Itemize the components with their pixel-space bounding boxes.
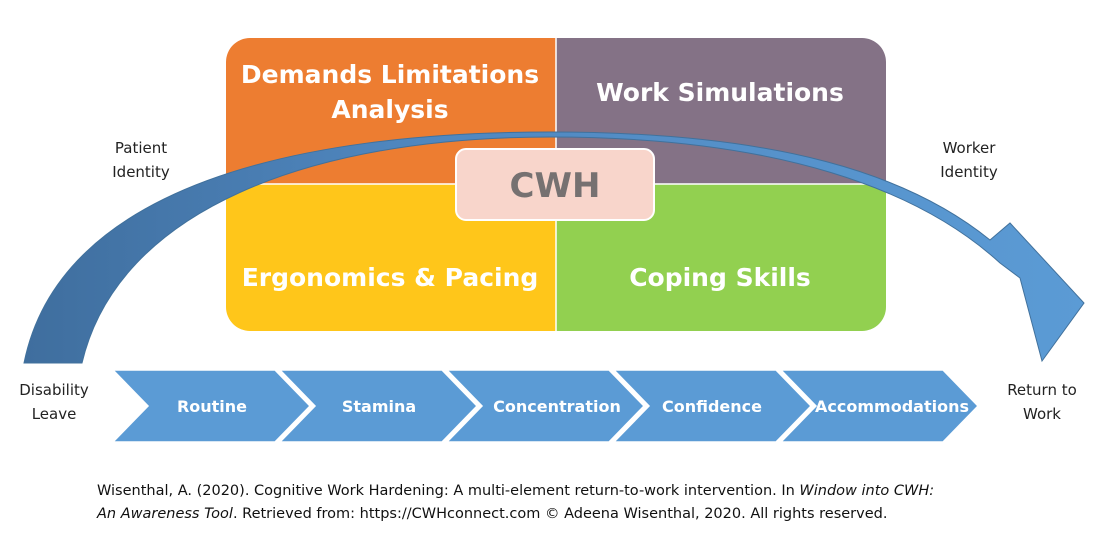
step-chevron-routine xyxy=(111,369,312,443)
citation-line2: An Awareness Tool. Retrieved from: https… xyxy=(97,503,1057,526)
step-label-accommodations: Accommodations xyxy=(815,397,969,416)
quadrant-coping-label: Coping Skills xyxy=(629,263,811,292)
quadrant-demands-label-line2: Analysis xyxy=(331,95,448,124)
quadrant-demands-label-line1: Demands Limitations xyxy=(241,60,539,89)
process-steps: Routine Stamina Concentration Confidence… xyxy=(111,369,980,443)
disability-leave-line2: Leave xyxy=(32,405,77,423)
citation-part2: . Retrieved from: https://CWHconnect.com… xyxy=(232,506,888,522)
center-box xyxy=(455,148,655,221)
step-chevron-confidence xyxy=(612,369,813,443)
step-chevron-concentration xyxy=(445,369,646,443)
citation-title-part2: An Awareness Tool xyxy=(97,506,233,522)
return-to-work-line1: Return to xyxy=(1007,381,1077,399)
patient-identity-line2: Identity xyxy=(112,163,170,181)
citation-part1: Wisenthal, A. (2020). Cognitive Work Har… xyxy=(97,483,800,499)
quadrant-simulations-label: Work Simulations xyxy=(596,78,844,107)
step-chevron-stamina xyxy=(278,369,479,443)
step-label-confidence: Confidence xyxy=(662,397,762,416)
worker-identity-line1: Worker xyxy=(943,139,997,157)
citation: Wisenthal, A. (2020). Cognitive Work Har… xyxy=(97,480,1057,526)
cwh-diagram: Demands Limitations Analysis Work Simula… xyxy=(19,38,1085,443)
disability-leave-line1: Disability xyxy=(19,381,89,399)
citation-title-part1: Window into CWH: xyxy=(799,483,935,499)
citation-line1: Wisenthal, A. (2020). Cognitive Work Har… xyxy=(97,480,1057,503)
step-chevron-accommodations xyxy=(779,369,980,443)
center-label: CWH xyxy=(510,166,601,206)
step-label-routine: Routine xyxy=(177,397,247,416)
return-to-work-line2: Work xyxy=(1023,405,1061,423)
transition-arc-arrow xyxy=(23,131,1085,364)
worker-identity-line2: Identity xyxy=(940,163,998,181)
quadrant-ergonomics-label: Ergonomics & Pacing xyxy=(242,263,539,292)
step-label-concentration: Concentration xyxy=(493,397,621,416)
patient-identity-line1: Patient xyxy=(115,139,167,157)
step-label-stamina: Stamina xyxy=(342,397,416,416)
